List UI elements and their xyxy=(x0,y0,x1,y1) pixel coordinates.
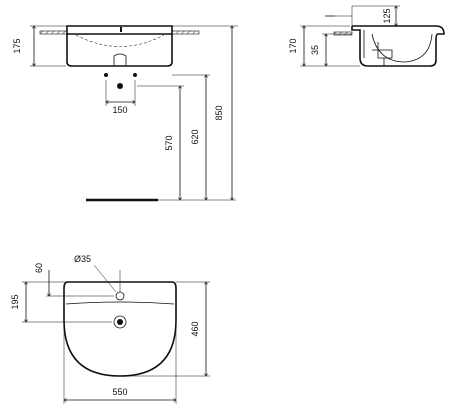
waste-hole-outer xyxy=(113,315,127,329)
side-countertop-hatch xyxy=(333,31,353,36)
tap-point-center xyxy=(117,83,123,89)
waste-hole-inner xyxy=(117,319,123,325)
dim-label-170: 170 xyxy=(288,38,298,53)
tap-hole xyxy=(115,291,125,301)
dim-label-35: 35 xyxy=(310,45,320,55)
dim-label-diameter: Ø35 xyxy=(74,254,91,264)
diameter-leader xyxy=(93,264,117,293)
dim-label-620: 620 xyxy=(190,129,200,144)
side-waste-pipe xyxy=(372,42,393,66)
dim-label-570: 570 xyxy=(164,135,174,150)
dim-label-550: 550 xyxy=(112,387,127,397)
side-section-view: 125 170 35 xyxy=(288,6,445,67)
dim-label-850: 850 xyxy=(214,105,224,120)
tap-point-left xyxy=(104,73,108,77)
dim-label-175: 175 xyxy=(12,38,22,53)
side-basin-outline xyxy=(351,25,445,67)
dim-label-195: 195 xyxy=(10,294,20,309)
dim-label-60: 60 xyxy=(34,263,44,273)
tap-point-right xyxy=(133,73,137,77)
plan-view: Ø35 60 195 460 550 xyxy=(10,254,210,404)
dim-label-125: 125 xyxy=(382,8,392,23)
basin-body-outline xyxy=(66,34,173,67)
countertop-right-hatch xyxy=(171,30,200,35)
tap-hole-mark xyxy=(120,27,122,32)
countertop-left-hatch xyxy=(39,30,68,35)
basin-plan-rim xyxy=(65,301,175,305)
front-elevation-view: 175 850 150 570 620 xyxy=(12,25,238,202)
dim-label-150: 150 xyxy=(112,105,127,115)
waste-outlet xyxy=(113,53,127,66)
basin-rim-outline xyxy=(66,25,173,35)
side-bowl-curve xyxy=(371,33,433,63)
basin-bowl-hidden-line xyxy=(75,34,165,47)
dim-label-460: 460 xyxy=(190,321,200,336)
